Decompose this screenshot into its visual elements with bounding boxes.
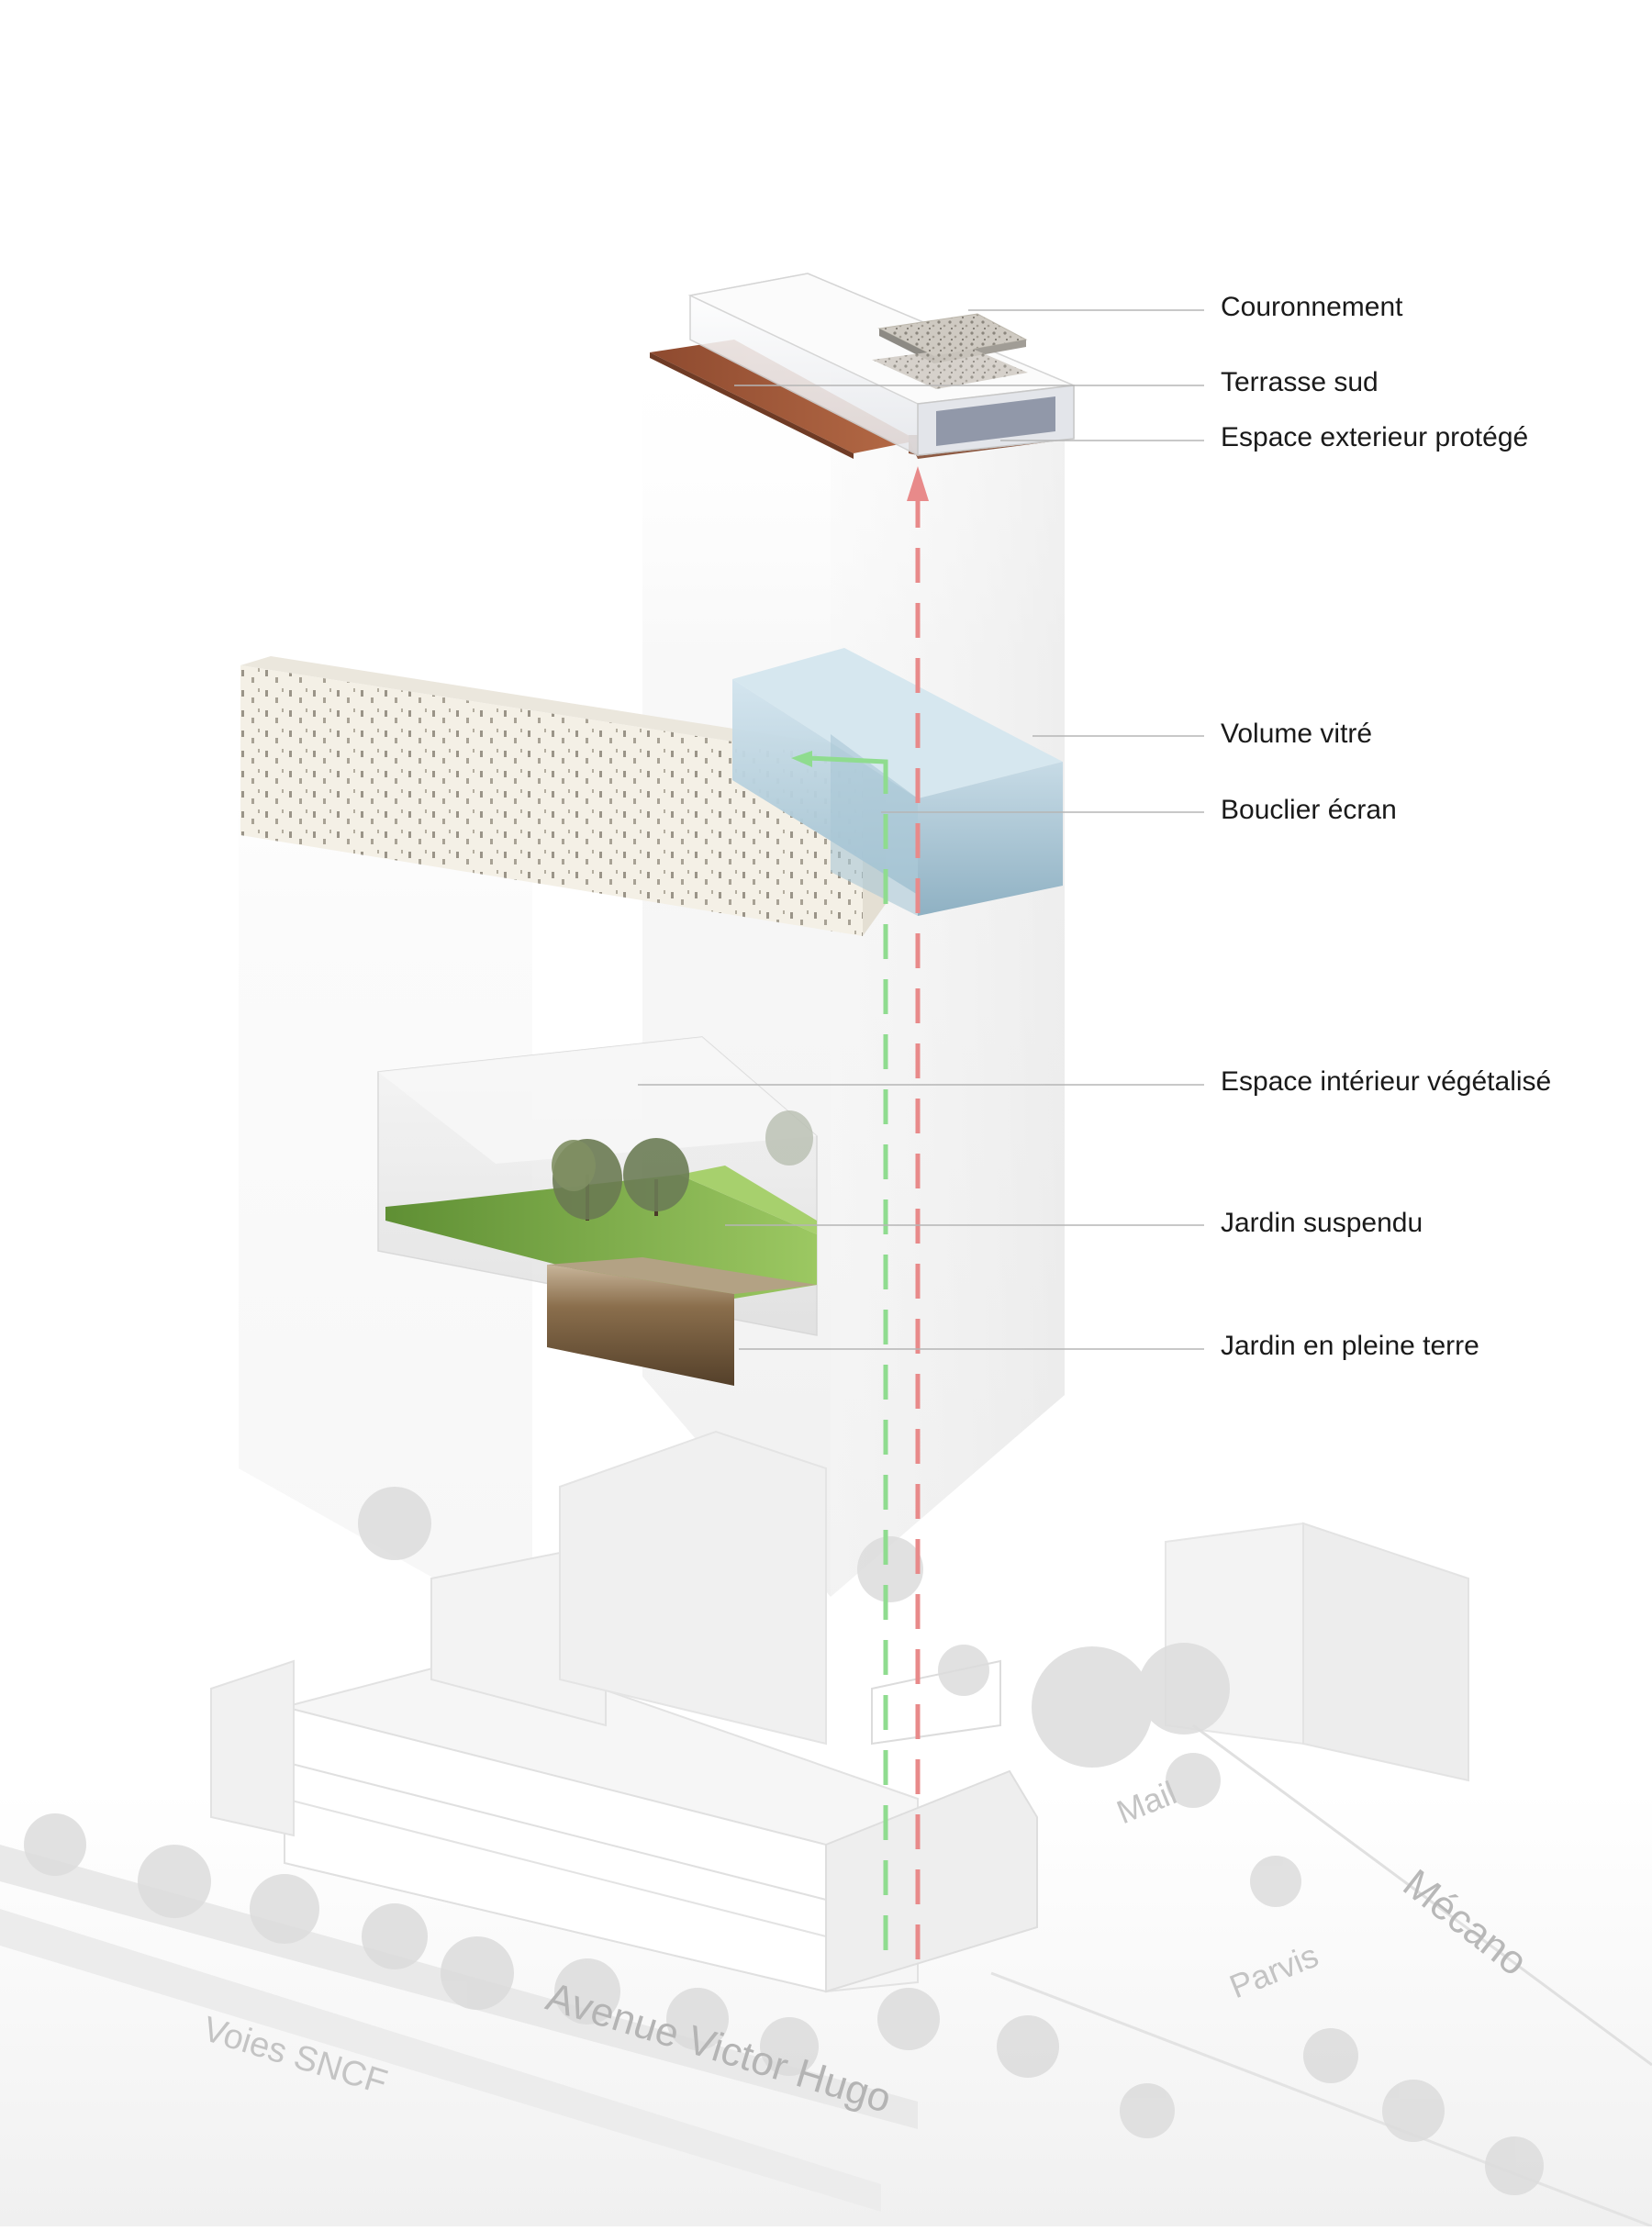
- podium-building: [210, 1430, 1038, 1993]
- facade-screen: [240, 656, 886, 936]
- leader-lines: [638, 309, 1204, 1350]
- site-context: [0, 1430, 1652, 2228]
- circulation-arrows: [791, 466, 929, 1959]
- greenhouse-module: [377, 1036, 818, 1386]
- label-volume-vitre: Volume vitré: [1221, 719, 1373, 749]
- label-jardin-suspendu: Jardin suspendu: [1221, 1208, 1423, 1238]
- context-trees: [24, 1487, 1544, 2195]
- green-arrow-elbow: [807, 755, 888, 771]
- garden-trees: [552, 1110, 813, 1221]
- label-jardin-pleine-terre: Jardin en pleine terre: [1221, 1331, 1479, 1361]
- glass-volume: [732, 648, 1063, 916]
- label-espace-exterieur-protege: Espace exterieur protégé: [1221, 422, 1529, 452]
- label-terrasse-sud: Terrasse sud: [1221, 367, 1379, 397]
- label-espace-interieur-vegetalise: Espace intérieur végétalisé: [1221, 1066, 1552, 1097]
- red-arrow-head: [907, 466, 929, 501]
- label-couronnement: Couronnement: [1221, 292, 1403, 322]
- green-arrow-head: [791, 751, 812, 767]
- crown-module: [650, 273, 1077, 459]
- tower-ghost: [239, 330, 1065, 1634]
- label-bouclier-ecran: Bouclier écran: [1221, 795, 1397, 825]
